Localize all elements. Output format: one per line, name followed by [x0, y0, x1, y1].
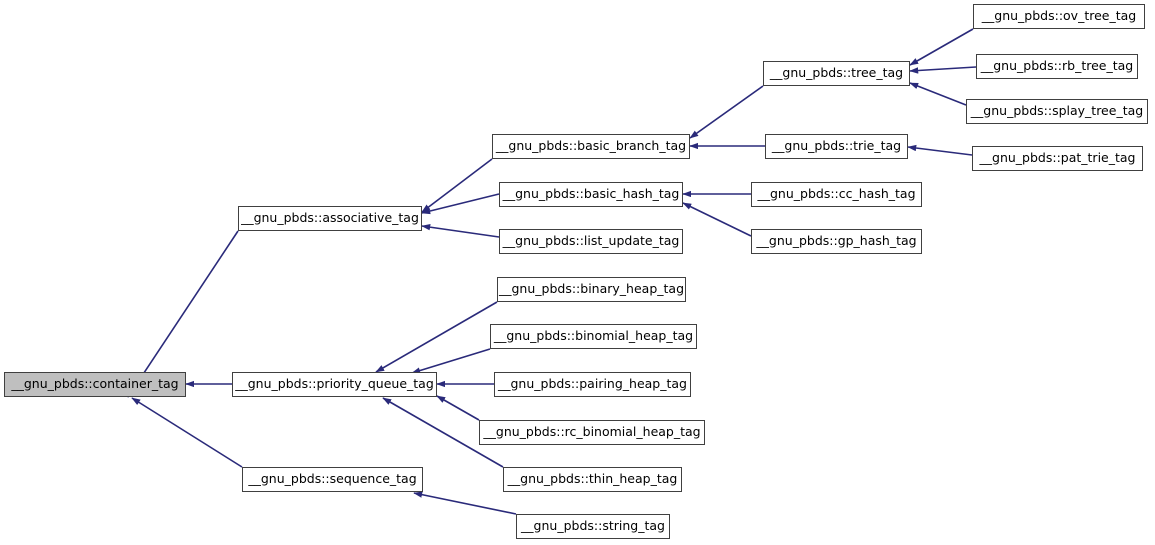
node-label: __gnu_pbds::basic_hash_tag: [502, 185, 680, 201]
node-label: __gnu_pbds::pat_trie_tag: [979, 149, 1136, 165]
edge-binomial_heap_tag-to-priority_queue_tag: [411, 348, 491, 374]
node-associative_tag[interactable]: __gnu_pbds::associative_tag: [238, 206, 422, 231]
node-pat_trie_tag[interactable]: __gnu_pbds::pat_trie_tag: [972, 146, 1143, 171]
node-label: __gnu_pbds::binomial_heap_tag: [493, 327, 694, 343]
node-gp_hash_tag[interactable]: __gnu_pbds::gp_hash_tag: [751, 229, 922, 254]
edge-sequence_tag-to-container_tag: [131, 397, 243, 468]
edge-basic_hash_tag-to-associative_tag: [421, 193, 500, 215]
node-basic_hash_tag[interactable]: __gnu_pbds::basic_hash_tag: [499, 182, 683, 207]
node-ov_tree_tag[interactable]: __gnu_pbds::ov_tree_tag: [973, 4, 1145, 29]
node-label: __gnu_pbds::associative_tag: [241, 209, 419, 225]
edge-splay_tree_tag-to-tree_tag: [909, 82, 967, 106]
node-label: __gnu_pbds::rb_tree_tag: [980, 57, 1134, 73]
node-label: __gnu_pbds::cc_hash_tag: [757, 185, 916, 201]
edge-ov_tree_tag-to-tree_tag: [909, 28, 974, 66]
edge-gp_hash_tag-to-basic_hash_tag: [682, 202, 752, 237]
node-label: __gnu_pbds::pairing_heap_tag: [497, 375, 687, 391]
node-trie_tag[interactable]: __gnu_pbds::trie_tag: [765, 134, 908, 159]
node-label: __gnu_pbds::binary_heap_tag: [499, 280, 684, 296]
edge-list_update_tag-to-associative_tag: [421, 223, 500, 238]
node-label: __gnu_pbds::tree_tag: [769, 64, 904, 80]
node-cc_hash_tag[interactable]: __gnu_pbds::cc_hash_tag: [751, 182, 922, 207]
node-splay_tree_tag[interactable]: __gnu_pbds::splay_tree_tag: [966, 99, 1148, 124]
node-pairing_heap_tag[interactable]: __gnu_pbds::pairing_heap_tag: [494, 372, 691, 397]
node-label: __gnu_pbds::ov_tree_tag: [981, 7, 1137, 23]
edge-basic_branch_tag-to-associative_tag: [421, 158, 493, 213]
node-tree_tag[interactable]: __gnu_pbds::tree_tag: [763, 61, 910, 86]
node-label: __gnu_pbds::list_update_tag: [502, 232, 680, 248]
node-sequence_tag[interactable]: __gnu_pbds::sequence_tag: [242, 467, 423, 492]
node-label: __gnu_pbds::gp_hash_tag: [756, 232, 917, 248]
edge-rc_binomial_heap_tag-to-priority_queue_tag: [436, 395, 480, 421]
node-label: __gnu_pbds::basic_branch_tag: [495, 137, 687, 153]
node-priority_queue_tag[interactable]: __gnu_pbds::priority_queue_tag: [232, 372, 437, 397]
node-container_tag[interactable]: __gnu_pbds::container_tag: [4, 372, 186, 397]
node-rc_binomial_heap_tag[interactable]: __gnu_pbds::rc_binomial_heap_tag: [479, 420, 705, 445]
node-label: __gnu_pbds::trie_tag: [771, 137, 902, 153]
node-label: __gnu_pbds::string_tag: [521, 517, 665, 533]
node-label: __gnu_pbds::rc_binomial_heap_tag: [483, 423, 701, 439]
node-rb_tree_tag[interactable]: __gnu_pbds::rb_tree_tag: [976, 54, 1138, 79]
node-label: __gnu_pbds::thin_heap_tag: [507, 470, 678, 486]
node-label: __gnu_pbds::priority_queue_tag: [235, 375, 434, 391]
node-label: __gnu_pbds::sequence_tag: [248, 470, 417, 486]
node-label: __gnu_pbds::container_tag: [11, 375, 179, 391]
node-binomial_heap_tag[interactable]: __gnu_pbds::binomial_heap_tag: [490, 324, 697, 349]
edge-binary_heap_tag-to-priority_queue_tag: [375, 301, 498, 373]
edge-string_tag-to-sequence_tag: [413, 491, 517, 515]
node-basic_branch_tag[interactable]: __gnu_pbds::basic_branch_tag: [492, 134, 690, 159]
node-thin_heap_tag[interactable]: __gnu_pbds::thin_heap_tag: [503, 467, 682, 492]
node-string_tag[interactable]: __gnu_pbds::string_tag: [516, 514, 670, 539]
node-label: __gnu_pbds::splay_tree_tag: [970, 102, 1144, 118]
node-binary_heap_tag[interactable]: __gnu_pbds::binary_heap_tag: [497, 277, 686, 302]
node-list_update_tag[interactable]: __gnu_pbds::list_update_tag: [499, 229, 683, 254]
edge-pat_trie_tag-to-trie_tag: [907, 144, 973, 156]
edge-tree_tag-to-basic_branch_tag: [689, 85, 764, 139]
edge-rb_tree_tag-to-tree_tag: [909, 66, 977, 74]
